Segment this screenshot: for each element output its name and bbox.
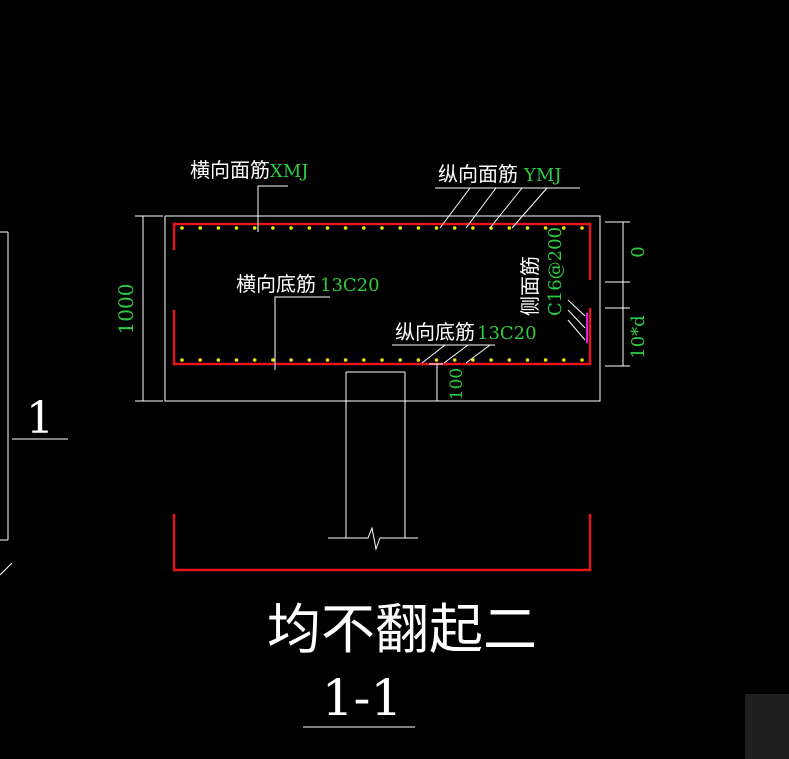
- main-note: 均不翻起二: [267, 598, 537, 661]
- bottom-bar-dot: [289, 358, 293, 362]
- bottom-bar-dot: [489, 358, 493, 362]
- column-rebar: [172, 514, 592, 572]
- bottom-bar-dot: [580, 358, 584, 362]
- bottom-bar-dot: [307, 358, 312, 362]
- bar-dots: [180, 226, 584, 362]
- dim-height: 1000: [114, 284, 138, 335]
- bottom-bar-dot: [198, 358, 202, 362]
- leader-lines: [257, 185, 586, 370]
- top-bar-dot: [543, 226, 548, 230]
- label-top-transverse: 横向面筋XMJ: [190, 158, 308, 182]
- top-bar-dot: [507, 226, 512, 230]
- top-bar-dot: [216, 226, 221, 230]
- rebar-cage: [172, 222, 592, 366]
- top-bar-dot: [289, 226, 293, 230]
- top-bar-dot: [325, 226, 330, 230]
- bottom-bar-dot: [234, 358, 239, 362]
- bottom-bar-dot: [434, 358, 439, 362]
- top-bar-dot: [343, 226, 348, 230]
- top-bar-dot: [180, 226, 184, 230]
- top-bar-dot: [398, 226, 403, 230]
- top-bar-dot: [234, 226, 239, 230]
- bottom-bar-dot: [216, 358, 221, 362]
- top-bar-dot: [525, 226, 530, 230]
- bottom-bar-dot: [507, 358, 512, 362]
- bottom-bar-dot: [362, 358, 366, 362]
- bottom-bar-dot: [525, 358, 530, 362]
- dim-cover-top: 0: [628, 246, 649, 257]
- top-bar-dot: [307, 226, 312, 230]
- label-side-bar-name: 侧面筋: [518, 256, 542, 316]
- bottom-bar-dot: [562, 358, 566, 362]
- top-bar-dot: [416, 226, 421, 230]
- left-section-number: 1: [26, 393, 54, 444]
- left-partial-view: 1: [0, 231, 68, 576]
- label-side-bar-code: C16@200: [545, 227, 566, 316]
- top-bar-dot: [362, 226, 366, 230]
- top-bar-dot: [271, 226, 275, 230]
- bottom-bar-dot: [252, 358, 257, 362]
- bottom-bar-dot: [271, 358, 275, 362]
- column-stub: [328, 371, 418, 551]
- top-bar-dot: [252, 226, 257, 230]
- bottom-bar-dot: [380, 358, 384, 362]
- top-bar-dot: [471, 226, 475, 230]
- dim-anchor: 10*d: [628, 315, 649, 358]
- bottom-bar-dot: [180, 358, 184, 362]
- bottom-bar-dot: [543, 358, 548, 362]
- dim-bottom-cover: 100: [447, 368, 467, 400]
- bottom-bar-dot: [398, 358, 403, 362]
- top-bar-dot: [380, 226, 384, 230]
- top-bar-dot: [198, 226, 202, 230]
- top-bar-dot: [580, 226, 584, 230]
- break-line: [328, 526, 418, 551]
- label-side-bar: 侧面筋 C16@200: [518, 227, 566, 316]
- bottom-rebar: [172, 308, 592, 366]
- corner-block: [745, 694, 789, 759]
- top-rebar: [172, 222, 592, 280]
- footing-outline: [164, 215, 601, 402]
- section-title: 1-1: [322, 669, 403, 727]
- bottom-bar-dot: [343, 358, 348, 362]
- top-bar-dot: [562, 226, 566, 230]
- bottom-bar-dot: [416, 358, 421, 362]
- bottom-bar-dot: [325, 358, 330, 362]
- top-bar-dot: [452, 226, 457, 230]
- top-bar-dot: [434, 226, 439, 230]
- bottom-bar-dot: [452, 358, 457, 362]
- dimension-lines: [135, 215, 630, 402]
